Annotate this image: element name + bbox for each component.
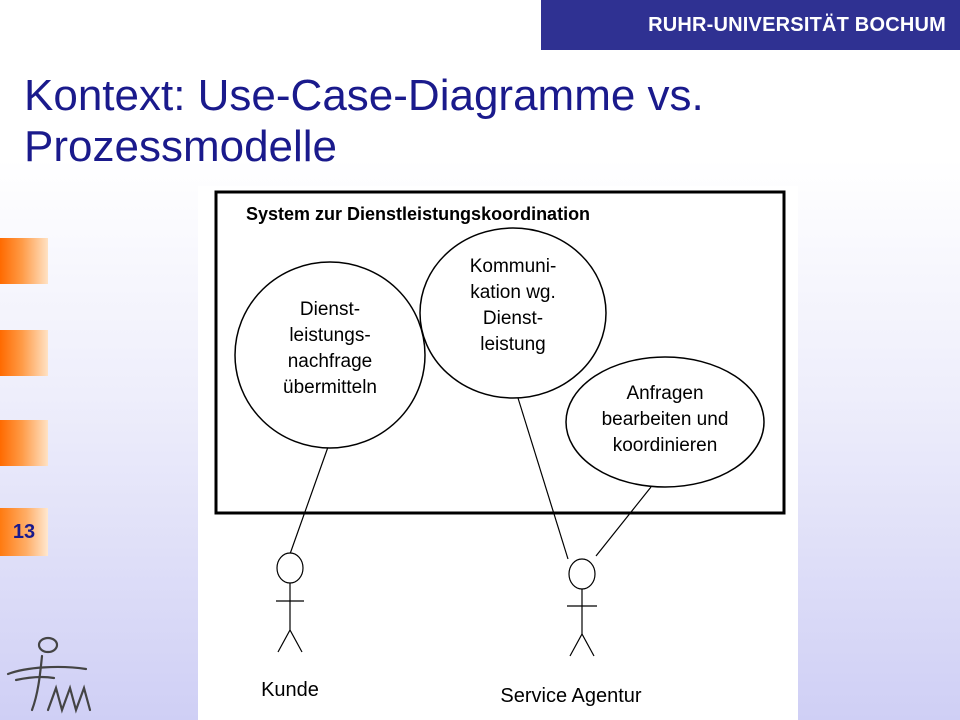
actor-kunde-figure [276,552,304,653]
system-boundary [214,190,786,515]
svg-text:nachfrage: nachfrage [288,351,373,372]
actor-service-agentur-figure [567,558,597,657]
use-case-anfragen-koordinieren [565,356,765,488]
university-name: RUHR-UNIVERSITÄT BOCHUM [648,13,946,36]
svg-text:Dienst-: Dienst- [300,299,360,320]
svg-text:Kommuni-: Kommuni- [470,256,557,277]
institute-logo [6,636,92,714]
svg-text:bearbeiten und: bearbeiten und [602,409,729,430]
use-case-kommunikation [419,227,607,399]
use-case-diagram: System zur Dienstleistungskoordination D… [198,186,798,720]
slide-title: Kontext: Use-Case-Diagramme vs. Prozessm… [24,70,844,172]
svg-text:kation wg.: kation wg. [470,282,556,303]
actor-kunde-label: Kunde [261,679,319,701]
slide-title-line-1: Kontext: Use-Case-Diagramme vs. [24,71,704,120]
side-accent-block-1 [0,238,48,284]
page-number: 13 [0,508,48,556]
svg-text:Anfragen: Anfragen [626,383,703,404]
svg-text:leistungs-: leistungs- [289,325,370,346]
side-accent-block-2 [0,330,48,376]
side-accent-block-3 [0,420,48,466]
use-case-kommunikation-text: Kommuni- kation wg. Dienst- leistung [470,256,557,355]
use-case-nachfrage-text: Dienst- leistungs- nachfrage übermitteln [283,299,377,398]
use-case-anfragen-text: Anfragen bearbeiten und koordinieren [602,383,729,456]
svg-text:koordinieren: koordinieren [613,435,718,456]
association-agentur-anfragen [595,486,652,557]
svg-text:Dienst-: Dienst- [483,308,543,329]
association-agentur-kommunikation [517,397,569,560]
system-label: System zur Dienstleistungskoordination [246,204,590,224]
svg-text:leistung: leistung [480,334,546,355]
association-kunde-nachfrage [289,446,329,555]
university-banner: RUHR-UNIVERSITÄT BOCHUM [541,0,960,50]
svg-text:übermitteln: übermitteln [283,377,377,398]
use-case-nachfrage-uebermitteln [234,261,426,449]
actor-service-agentur-label: Service Agentur [500,685,642,707]
slide-title-line-2: Prozessmodelle [24,122,338,172]
